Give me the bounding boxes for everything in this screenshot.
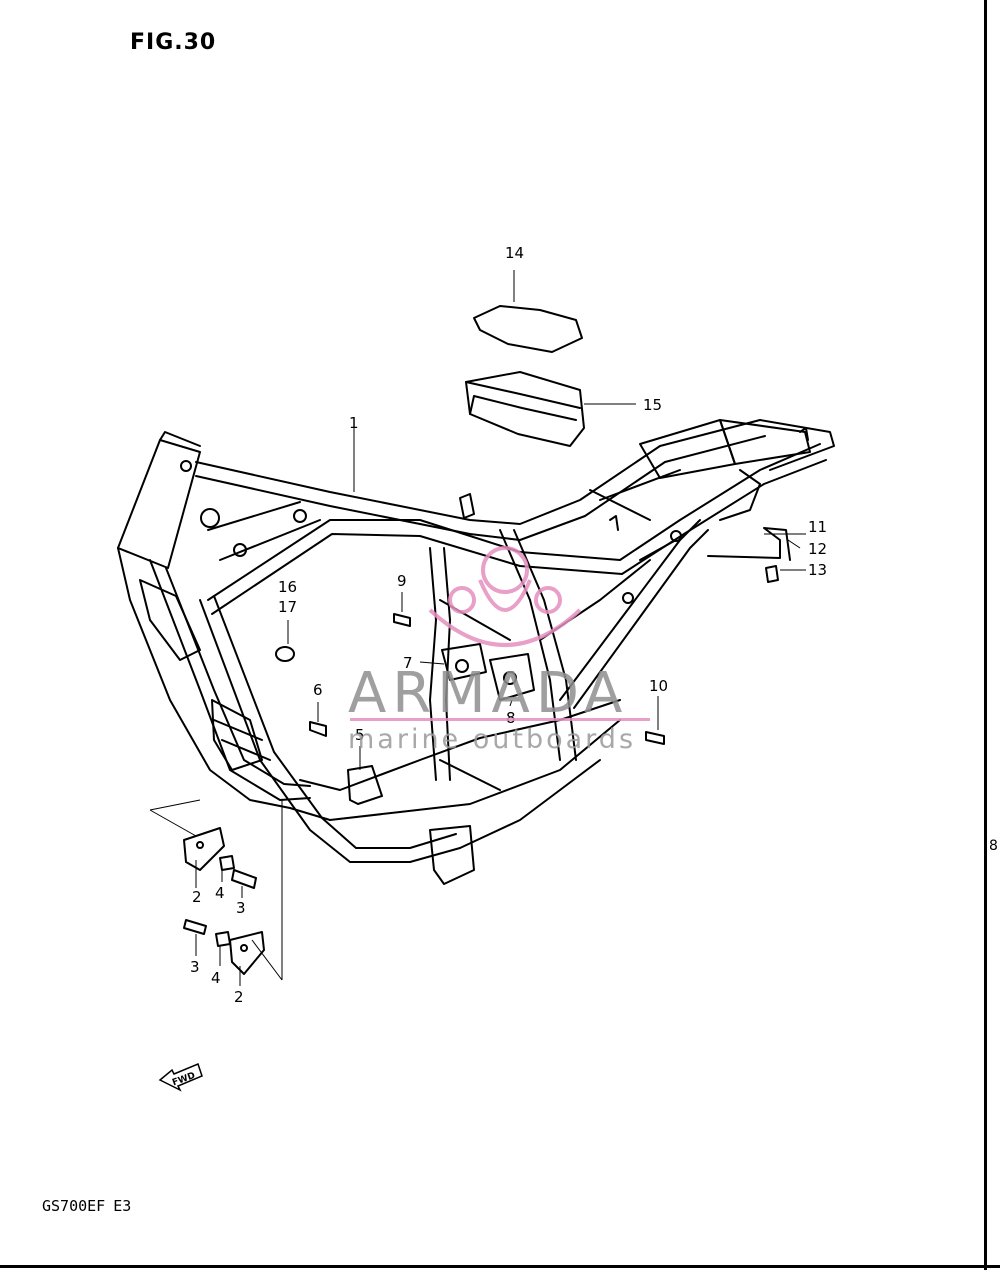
callout-5: 5 [355, 726, 365, 744]
callout-13: 13 [808, 561, 827, 579]
figure-title: FIG.30 [130, 30, 217, 55]
bolt-9 [393, 613, 411, 627]
callout-7: 7 [403, 654, 413, 672]
page-edge-bottom [0, 1265, 1000, 1268]
steering-head [117, 439, 201, 569]
engine-mount-bracket-8 [489, 653, 535, 701]
part-14-cover [473, 305, 583, 353]
nut-4a [219, 855, 235, 871]
callout-15: 15 [643, 396, 662, 414]
frame-downtube-right [199, 599, 461, 863]
watermark: ARMADA marine outboards [348, 546, 650, 755]
callout-6: 6 [313, 681, 323, 699]
bolt-3b [183, 919, 207, 935]
nut-4b [215, 931, 231, 947]
callout-9: 9 [397, 572, 407, 590]
callout-3: 3 [190, 958, 200, 976]
watermark-tagline: marine outboards [348, 724, 636, 755]
bolt-6 [309, 721, 327, 737]
part-11-brace [707, 527, 791, 561]
bolt-3a [231, 869, 257, 889]
engine-mount-bracket-5 [347, 765, 383, 805]
callout-1: 1 [349, 414, 359, 432]
model-code: GS700EF [42, 1197, 106, 1215]
mount-plate-2a [183, 827, 225, 871]
callout-2: 2 [192, 888, 202, 906]
callout-3: 3 [236, 899, 246, 917]
frame-top-rail [195, 419, 761, 525]
callout-11: 11 [808, 518, 827, 536]
callout-17: 17 [278, 598, 297, 616]
watermark-brand: ARMADA [348, 661, 628, 726]
callout-14: 14 [505, 244, 524, 262]
frame-downtube-left [149, 559, 311, 801]
callout-4: 4 [215, 884, 225, 902]
callout-16: 16 [278, 578, 297, 596]
plug-16-17 [275, 646, 295, 662]
callout-10: 10 [649, 677, 668, 695]
adjacent-page-mark: 8 [989, 838, 998, 854]
fwd-arrow-icon: FWD [158, 1062, 203, 1092]
callout-4: 4 [211, 969, 221, 987]
model-label: GS700EF E3 [42, 1197, 139, 1215]
callout-12: 12 [808, 540, 827, 558]
bolt-10 [645, 731, 665, 745]
engine-mount-bracket-7 [441, 643, 487, 681]
region-code: E3 [113, 1197, 132, 1215]
callout-2: 2 [234, 988, 244, 1006]
watermark-logo-icon [428, 546, 582, 647]
part-15-tray [465, 371, 585, 447]
mount-plate-2b [229, 931, 265, 975]
page-edge-right [984, 0, 987, 1270]
